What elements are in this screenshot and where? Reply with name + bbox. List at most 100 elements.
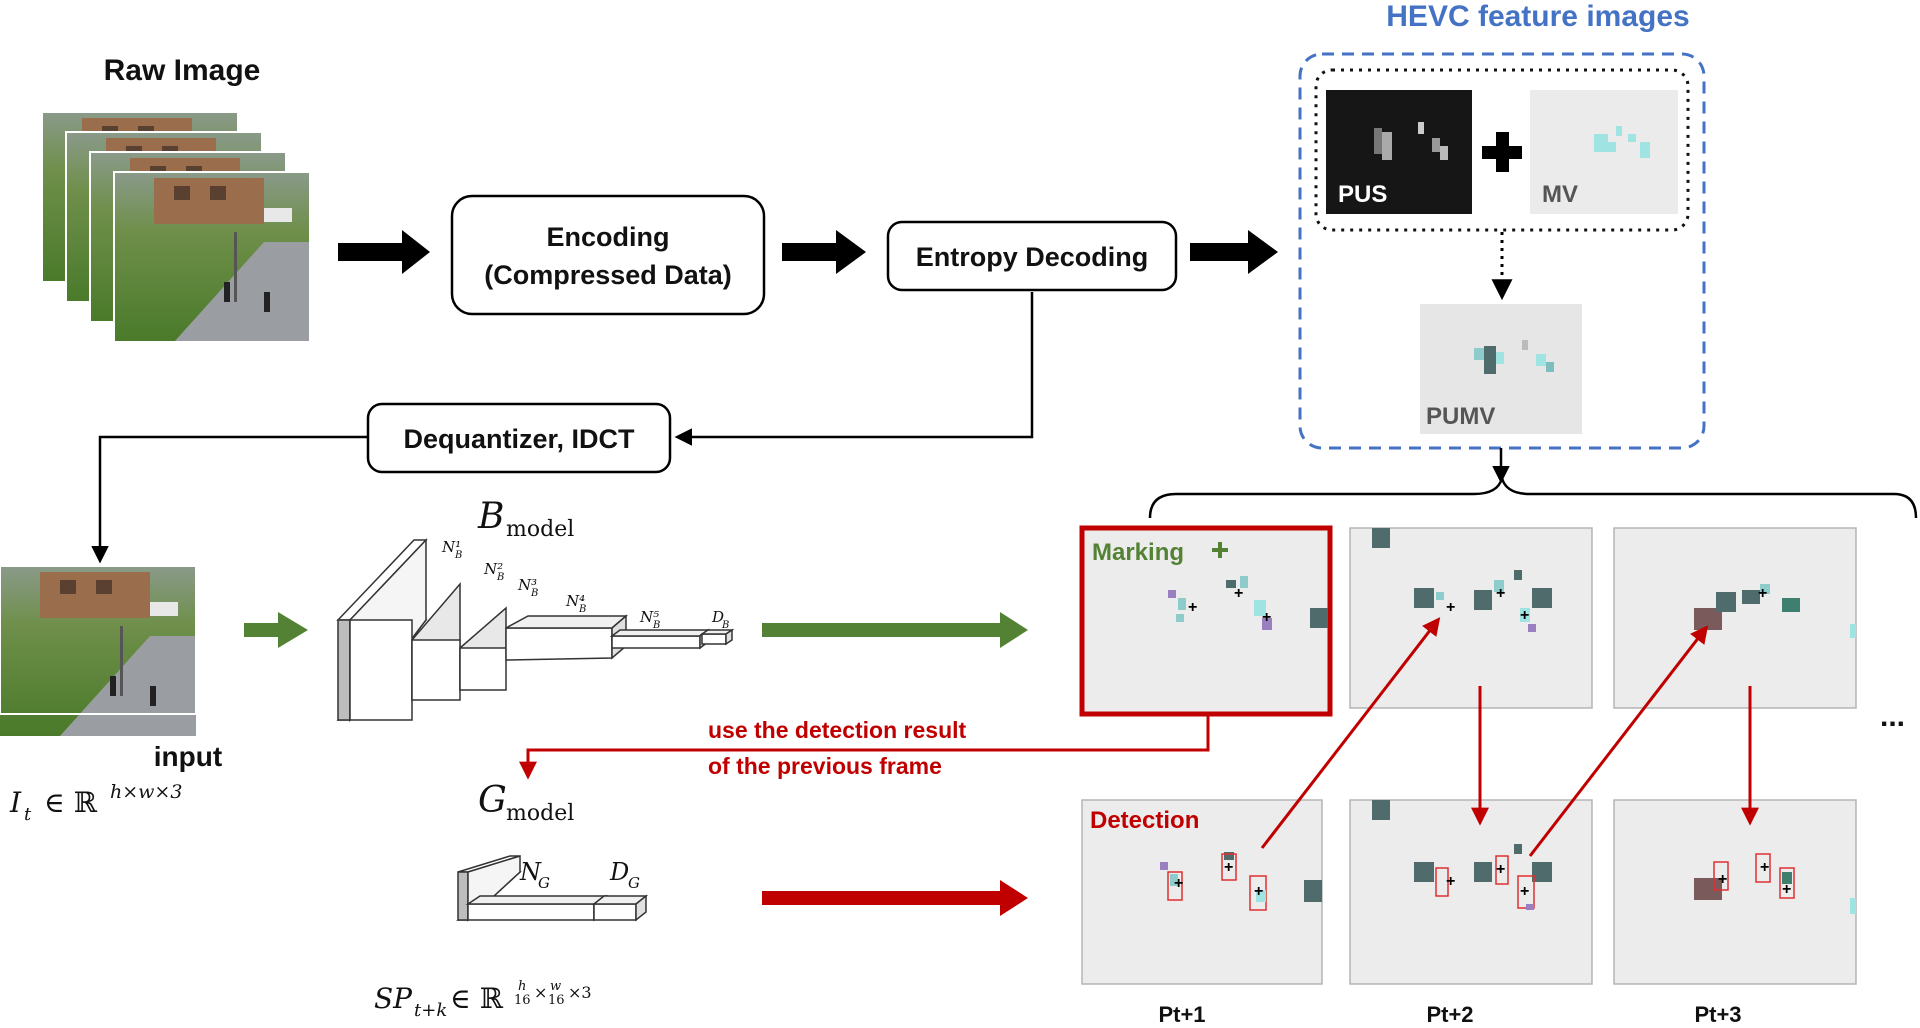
svg-text:B: B <box>477 496 504 537</box>
b-model-label: B model <box>477 496 574 542</box>
plus-icon <box>1482 132 1522 172</box>
svg-text:G: G <box>478 780 507 821</box>
marking-label: Marking <box>1092 539 1184 566</box>
svg-text:N: N <box>519 858 542 886</box>
svg-text:B: B <box>652 620 660 631</box>
svg-text:+: + <box>1262 609 1271 626</box>
svg-text:16: 16 <box>548 993 565 1008</box>
marking-plus-icon <box>1212 542 1228 558</box>
arrow-detect1-to-pt2 <box>1260 617 1441 849</box>
g-model-label: G model <box>478 780 574 826</box>
frame-pt3-top: + <box>1613 527 1857 709</box>
feedback-text-1: use the detection result <box>708 717 967 743</box>
frame-pt2-bottom: + + + <box>1349 799 1593 985</box>
mv-image: MV <box>1530 90 1678 214</box>
svg-text:t: t <box>24 804 32 825</box>
pumv-label: PUMV <box>1426 403 1495 430</box>
svg-text:×: × <box>534 983 547 1002</box>
frame-pt3-bottom: + + + <box>1613 799 1857 985</box>
entropy-decoding-box: Entropy Decoding <box>886 220 1178 292</box>
svg-text:+: + <box>1254 883 1263 900</box>
svg-text:D: D <box>609 858 629 886</box>
connector-entropy-to-dequantizer <box>674 292 1034 446</box>
svg-text:+: + <box>1520 883 1529 900</box>
pumv-image: PUMV <box>1420 304 1582 434</box>
g-model-network <box>456 854 649 922</box>
svg-text:w: w <box>550 979 561 994</box>
pus-label: PUS <box>1338 181 1387 208</box>
svg-text:N²: N² <box>483 560 503 578</box>
detection-panel: Detection + + + <box>1081 799 1323 985</box>
svg-text:+: + <box>1188 599 1197 616</box>
hevc-dashed-frame <box>1298 52 1706 450</box>
svg-text:N⁵: N⁵ <box>639 608 659 626</box>
encoding-box: Encoding (Compressed Data) <box>450 194 766 316</box>
encoding-label-2: (Compressed Data) <box>484 260 732 290</box>
svg-text:+: + <box>1782 881 1791 898</box>
svg-text:N¹: N¹ <box>441 538 461 556</box>
svg-text:h×w×3: h×w×3 <box>110 781 182 803</box>
svg-text:B: B <box>496 572 504 583</box>
svg-text:×3: ×3 <box>568 983 592 1002</box>
arrow-detect2-to-pt3 <box>1528 625 1709 857</box>
svg-text:+: + <box>1234 585 1243 602</box>
svg-text:16: 16 <box>514 993 531 1008</box>
frame-label-pt3: Pt+3 <box>1694 1002 1741 1027</box>
hevc-title: HEVC feature images <box>1386 0 1689 33</box>
svg-text:+: + <box>1174 875 1183 892</box>
svg-text:∈ ℝ: ∈ ℝ <box>44 786 98 819</box>
input-label: input <box>154 741 222 772</box>
svg-text:+: + <box>1520 607 1529 624</box>
entropy-decoding-label: Entropy Decoding <box>916 242 1149 272</box>
svg-text:SP: SP <box>374 982 413 1015</box>
svg-text:model: model <box>506 517 574 542</box>
svg-text:+: + <box>1496 585 1505 602</box>
svg-text:h: h <box>518 979 526 994</box>
svg-text:B: B <box>721 620 729 631</box>
input-image <box>0 565 197 736</box>
svg-text:+: + <box>1718 871 1727 888</box>
svg-text:N⁴: N⁴ <box>565 592 585 610</box>
svg-text:+: + <box>1224 859 1233 876</box>
svg-text:D: D <box>711 608 724 626</box>
svg-text:B: B <box>578 604 586 615</box>
mv-label: MV <box>1542 181 1578 208</box>
svg-text:+: + <box>1760 859 1769 876</box>
frame-label-pt1: Pt+1 <box>1158 1002 1205 1027</box>
detection-label: Detection <box>1090 807 1199 834</box>
svg-text:B: B <box>530 588 538 599</box>
svg-text:+: + <box>1496 861 1505 878</box>
raw-image-stack <box>41 111 311 343</box>
dequantizer-box: Dequantizer, IDCT <box>366 402 672 474</box>
connector-dequantizer-to-input <box>91 435 368 564</box>
curly-brace <box>1148 477 1918 519</box>
sp-formula: SP t+k ∈ ℝ h 16 × w 16 ×3 <box>374 979 592 1021</box>
raw-image-title: Raw Image <box>104 54 261 87</box>
feedback-text-2: of the previous frame <box>708 753 942 779</box>
svg-text:+: + <box>1446 599 1455 616</box>
frame-label-pt2: Pt+2 <box>1426 1002 1473 1027</box>
encoding-label-1: Encoding <box>547 222 670 252</box>
svg-text:G: G <box>538 874 550 892</box>
svg-text:t+k: t+k <box>414 1000 447 1021</box>
b-model-network <box>336 538 735 723</box>
g-model-layer-labels: N G D G <box>519 858 640 892</box>
marking-panel: Marking + + + <box>1079 525 1333 717</box>
svg-text:+: + <box>1758 585 1767 602</box>
frame-pt2-top: + + + <box>1349 527 1593 709</box>
svg-text:G: G <box>628 874 640 892</box>
svg-text:I: I <box>9 786 22 819</box>
svg-text:model: model <box>506 801 574 826</box>
ellipsis: ... <box>1880 700 1905 733</box>
dequantizer-label: Dequantizer, IDCT <box>403 424 635 454</box>
svg-text:∈ ℝ: ∈ ℝ <box>450 982 504 1015</box>
pus-mv-dotted-frame <box>1314 68 1690 232</box>
b-model-layer-labels: N¹ B N² B N³ B N⁴ B N⁵ B D B <box>441 538 729 631</box>
pus-image: PUS <box>1326 90 1472 214</box>
feedback-connector <box>519 714 1210 780</box>
svg-text:+: + <box>1446 873 1455 890</box>
svg-text:N³: N³ <box>517 576 537 594</box>
svg-text:B: B <box>454 550 462 561</box>
input-formula: I t ∈ ℝ h×w×3 <box>9 781 182 825</box>
